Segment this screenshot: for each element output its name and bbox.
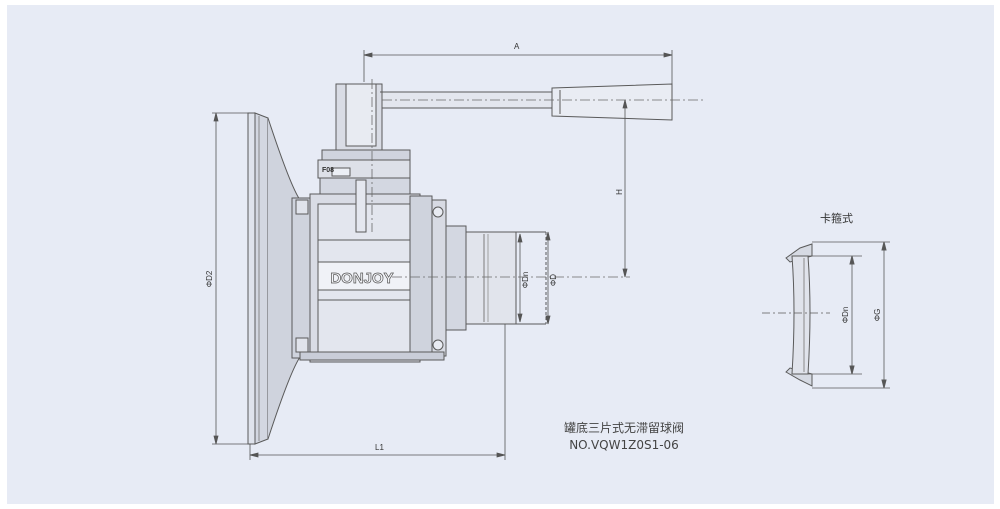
label-l1: L1 [375, 443, 384, 452]
stamp-text: F08 [322, 167, 334, 174]
valve-stem [317, 83, 411, 233]
dimension-a [363, 50, 673, 84]
dimension-l1 [249, 324, 506, 460]
label-d: ΦD [549, 274, 558, 286]
center-lines [371, 79, 706, 278]
detail-title: 卡箍式 [820, 211, 853, 225]
detail-label-dn: ΦDn [841, 307, 850, 324]
brand-logo: DONJOY [330, 270, 393, 287]
label-h: H [615, 189, 624, 195]
label-a: A [514, 42, 520, 51]
label-dn: ΦDn [521, 272, 530, 289]
outlet-pipe [445, 225, 547, 331]
dimension-outlet [517, 231, 551, 325]
detail-label-g: ΦG [873, 309, 882, 322]
clamp-detail [762, 241, 890, 389]
caption-model: NO.VQW1Z0S1-06 [569, 438, 679, 452]
label-d2: ΦD2 [205, 270, 214, 287]
dimension-d2 [212, 112, 250, 445]
valve-body [291, 193, 447, 363]
caption-title: 罐底三片式无滞留球阀 [564, 420, 684, 435]
dimension-h [622, 99, 628, 278]
